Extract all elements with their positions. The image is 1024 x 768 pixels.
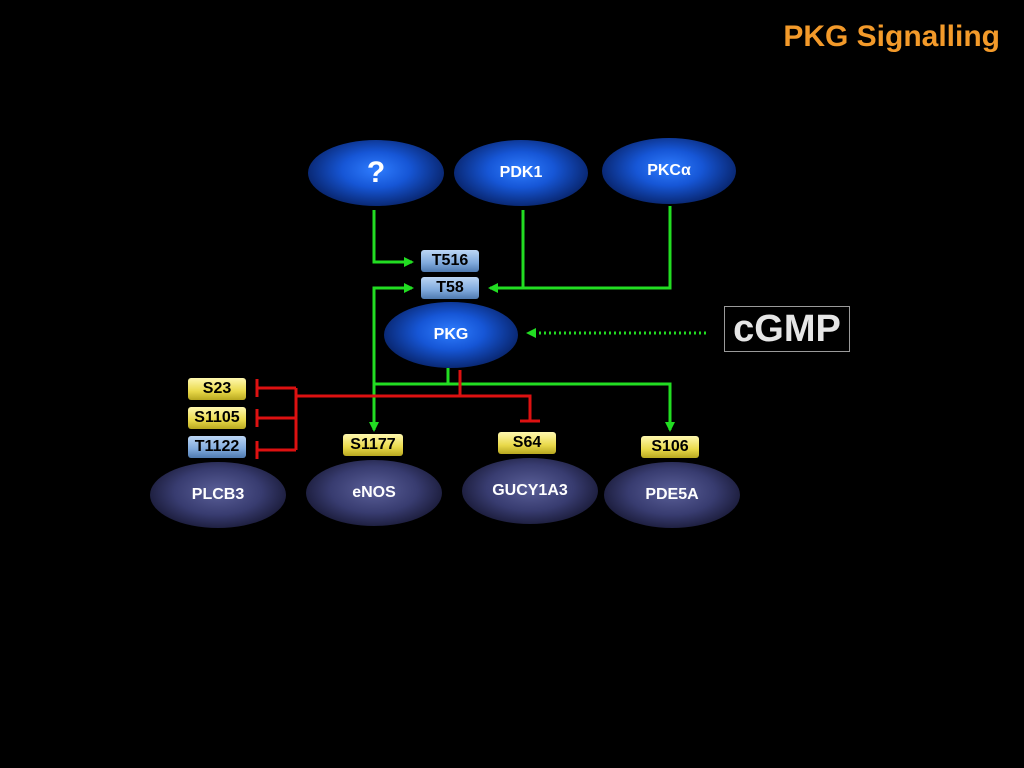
node-pdk1: PDK1 <box>454 140 588 206</box>
node-enos-label: eNOS <box>352 484 396 501</box>
site-s23: S23 <box>188 378 246 400</box>
node-enos: eNOS <box>306 460 442 526</box>
edge-pkg-to-s106 <box>448 382 675 432</box>
node-gucy1a3: GUCY1A3 <box>462 458 598 524</box>
node-pkg-label: PKG <box>433 326 469 343</box>
edge-inhibit-to-s64 <box>460 394 532 420</box>
node-pkca-label: PKCα <box>647 162 691 179</box>
edge-unknown-to-t516 <box>372 210 414 267</box>
node-plcb3-label: PLCB3 <box>191 486 245 503</box>
node-pkg: PKG <box>384 302 518 368</box>
site-s106: S106 <box>641 436 699 458</box>
node-pde5a-label: PDE5A <box>645 486 699 503</box>
node-pdk1-label: PDK1 <box>499 164 543 181</box>
site-s1177: S1177 <box>343 434 403 456</box>
site-t1122: T1122 <box>188 436 246 458</box>
site-t516: T516 <box>421 250 479 272</box>
node-pkca: PKCα <box>602 138 736 204</box>
slide-title: PKG Signalling <box>783 20 1000 53</box>
site-s1105: S1105 <box>188 407 246 429</box>
cgmp-box: cGMP <box>724 306 850 352</box>
site-s64: S64 <box>498 432 556 454</box>
node-gucy1a3-label: GUCY1A3 <box>492 482 568 499</box>
edge-pkg-to-t58 <box>372 283 414 396</box>
site-t58: T58 <box>421 277 479 299</box>
edge-pkca-to-t58 <box>488 206 672 293</box>
node-unknown-kinase: ? <box>308 140 444 206</box>
node-unknown-label: ? <box>366 156 386 189</box>
edge-pkg-bus <box>374 368 450 386</box>
node-plcb3: PLCB3 <box>150 462 286 528</box>
node-pde5a: PDE5A <box>604 462 740 528</box>
